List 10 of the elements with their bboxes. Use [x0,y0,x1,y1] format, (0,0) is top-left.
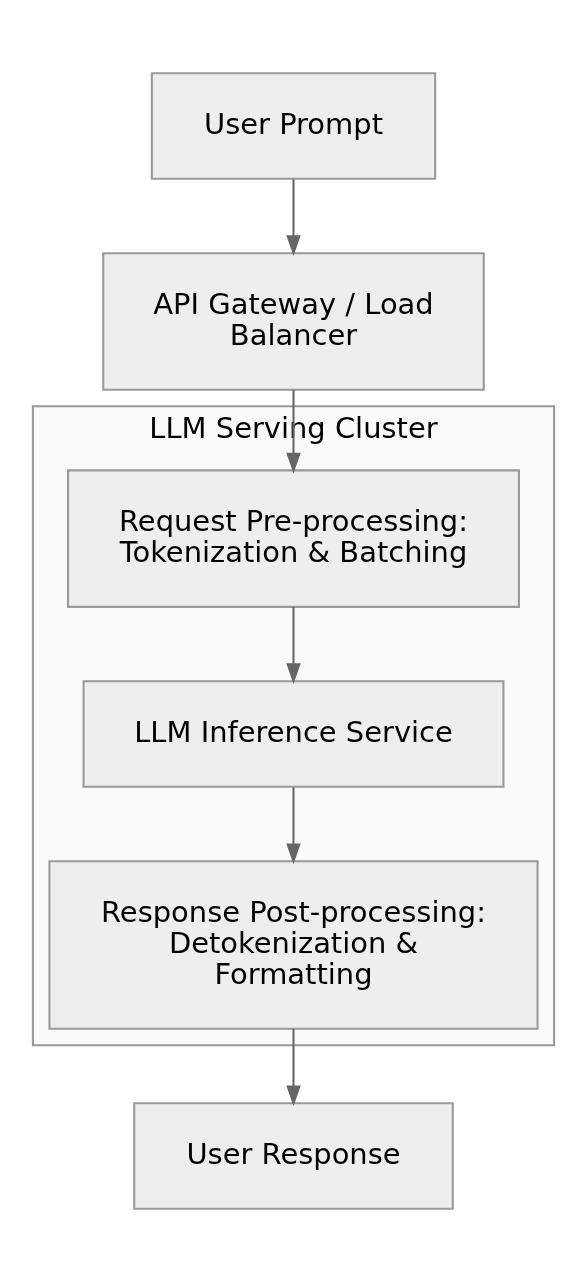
node-box: Response Post-processing: Detokenization & Formatting [48,860,539,1030]
node-box: LLM Inference Service [82,680,505,788]
node-box: Request Pre-processing: Tokenization & Batching [67,469,520,608]
arrow [286,179,301,256]
arrow [286,787,301,865]
arrow [286,607,301,684]
node-box: API Gateway / Load Balancer [102,252,485,391]
node-box: User Response [133,1102,454,1210]
arrow [286,1028,301,1107]
node-box: User Prompt [150,72,437,180]
